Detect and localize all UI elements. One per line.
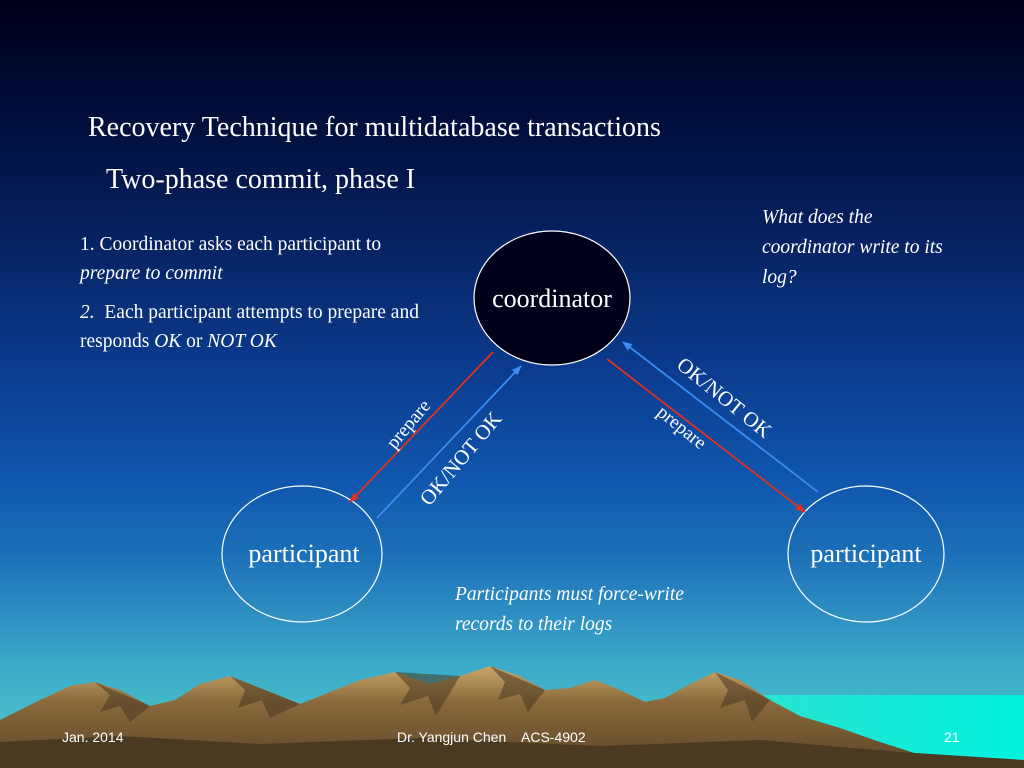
participant-right-label: participant — [810, 539, 922, 568]
step-2-ok: OK — [154, 331, 182, 352]
ok-arrow-right — [622, 341, 819, 493]
prepare-arrow-right — [606, 358, 806, 513]
coordinator-label: coordinator — [492, 284, 612, 313]
footer-author: Dr. Yangjun Chen ACS-4902 — [397, 729, 586, 745]
steps-list: 1. Coordinator asks each participant to … — [80, 230, 420, 366]
ok-arrow-left — [376, 365, 522, 519]
step-1-emphasis: prepare to commit — [80, 263, 223, 284]
label-prepare-left: prepare — [382, 396, 435, 453]
participant-right-ellipse — [787, 485, 945, 623]
footer-page-number: 21 — [944, 729, 960, 745]
slide-title: Recovery Technique for multidatabase tra… — [88, 112, 661, 143]
step-2-notok: NOT OK — [207, 331, 277, 352]
participant-left-ellipse — [221, 485, 383, 623]
slide-subtitle: Two-phase commit, phase I — [106, 164, 416, 195]
step-2-text: Each participant attempts to prepare and… — [80, 302, 424, 352]
footer-date: Jan. 2014 — [62, 729, 124, 745]
prepare-arrow-left — [349, 351, 494, 503]
step-1: 1. Coordinator asks each participant to … — [80, 230, 420, 288]
label-ok-left: OK/NOT OK — [415, 407, 507, 510]
note-force-write: Participants must force-write records to… — [455, 584, 684, 635]
step-2: 2. Each participant attempts to prepare … — [80, 298, 420, 356]
step-2-number: 2. — [80, 302, 95, 323]
step-2-or: or — [181, 331, 208, 352]
label-prepare-right: prepare — [653, 402, 710, 454]
step-1-text: 1. Coordinator asks each participant to — [80, 234, 382, 255]
participant-left-label: participant — [248, 539, 360, 568]
note-coordinator-log: What does the coordinator write to its l… — [762, 207, 943, 288]
coordinator-ellipse — [473, 230, 631, 366]
